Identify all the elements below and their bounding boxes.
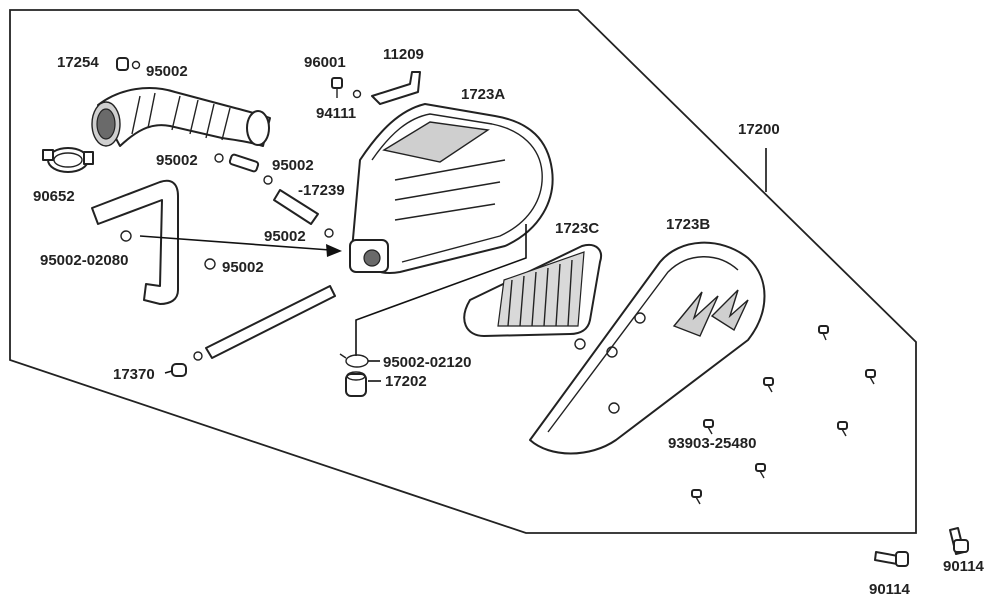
long-drain-hose [171,285,336,377]
clip-95002-c [263,175,273,185]
clip-95002-e [204,258,216,270]
breather-fitting [228,153,260,173]
screw [865,369,876,385]
label-95002-d: 95002 [264,228,306,245]
label-90114-a: 90114 [869,581,911,598]
drain-cap-17202 [345,371,367,397]
screws-93903-25480 [691,325,876,505]
filter-element-1723C [463,244,602,337]
label-93903-25480: 93903-25480 [668,435,756,452]
label-17254: 17254 [57,54,99,71]
label-17239: -17239 [298,182,345,199]
label-1723A: 1723A [461,86,505,103]
clip-95002-b [214,153,224,163]
label-17200: 17200 [738,121,780,138]
assembly-boundary [9,9,917,534]
screw [763,377,774,393]
label-11209: 11209 [383,46,424,63]
label-90114-b: 90114 [943,558,985,575]
clip-95002-d [324,228,334,238]
leader-17370 [164,370,173,374]
label-95002-c: 95002 [272,157,314,174]
label-95002-02080: 95002-02080 [40,252,128,269]
bracket-11209 [371,71,421,105]
label-94111: 94111 [316,105,356,122]
label-95002-02120: 95002-02120 [383,354,471,371]
label-1723B: 1723B [666,216,710,233]
bolt-90114-a [874,551,909,567]
clamp-95002-02120 [339,353,369,368]
drain-tube-95002-02080 [91,179,179,305]
arrow-to-case [139,235,342,257]
label-95002-b: 95002 [156,152,198,169]
label-90652: 90652 [33,188,75,205]
label-95002-e: 95002 [222,259,264,276]
air-cleaner-case-1723A [349,103,554,274]
screw [818,325,829,341]
screw [691,489,702,505]
screw [837,421,848,437]
plug-17254 [116,57,141,71]
screw [703,419,714,435]
screw [755,463,766,479]
filter-mesh [497,251,585,327]
leader-1723A-drain [355,224,527,356]
hose-17239 [273,189,319,225]
label-95002-a: 95002 [146,63,188,80]
intake-duct [91,87,271,147]
label-1723C: 1723C [555,220,599,237]
label-96001: 96001 [304,54,346,71]
bolt-96001 [331,77,343,98]
bolt-90114-b [949,527,969,555]
hose-clamp-90652 [42,147,94,173]
label-17370: 17370 [113,366,155,383]
air-cleaner-cover-1723B [529,241,766,455]
label-17202: 17202 [385,373,427,390]
washer-94111 [352,89,362,99]
